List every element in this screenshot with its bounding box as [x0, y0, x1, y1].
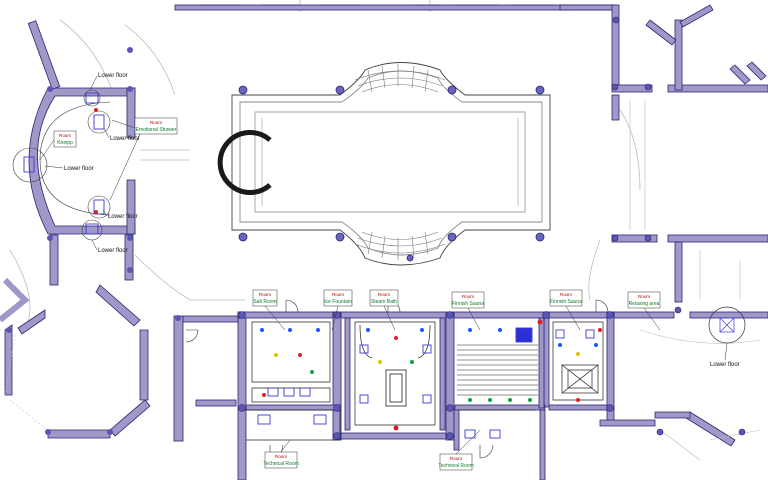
room-tag-title: Room: [638, 294, 650, 299]
top-walls: [174, 4, 616, 11]
left-octagon-dashed: [4, 334, 51, 433]
room-tag: Room Relaxing area: [627, 291, 661, 309]
corridor-columns: [175, 315, 181, 321]
room-tag: Room Finnish Sauna: [549, 289, 583, 307]
room-tag-title: Room: [450, 456, 462, 461]
kneipp-columns: [47, 47, 133, 273]
pool-stairs-top: [354, 64, 446, 93]
room-tag: Room Finnish Sauna: [451, 291, 485, 309]
pool-columns: [238, 85, 545, 262]
floor-level-labels: Lower floor Lower floor Lower floor Lowe…: [64, 73, 740, 368]
ring-sculpture: [217, 130, 272, 195]
floor-label: Lower floor: [710, 362, 740, 368]
right-side-walls: [599, 4, 768, 447]
room-tag-title: Room: [150, 120, 162, 125]
room-tag-title: Room: [560, 292, 572, 297]
room-tag-name: Finnish Sauna: [452, 301, 484, 307]
wellness-columns: [238, 311, 614, 440]
room-tag-title: Room: [275, 454, 287, 459]
floor-label: Lower floor: [98, 248, 128, 254]
room-tag-name: Relaxing area: [629, 301, 660, 307]
steam-bath-center: [385, 369, 407, 407]
room-tag-name: Salt Room: [253, 299, 276, 305]
room-tag-title: Room: [462, 294, 474, 299]
floor-label: Lower floor: [108, 214, 138, 220]
corridor-walls: [173, 315, 239, 442]
pool-inner-outline: [239, 70, 543, 256]
room-tag: Room Emotional Shower: [134, 117, 178, 135]
room-tag: Room Kneipp: [53, 130, 77, 148]
room-tag-name: Kneipp: [57, 140, 73, 146]
floor-label: Lower floor: [98, 73, 128, 79]
kneipp-room-walls: [27, 20, 136, 286]
tag-leader-lines: [39, 119, 661, 455]
floor-label: Lower floor: [110, 136, 140, 142]
pool-stairs-bottom: [354, 231, 446, 260]
bio-sauna-heater: [561, 364, 599, 394]
floor-label-leaders: [44, 75, 728, 361]
room-tag: Room Technical Room: [438, 453, 474, 471]
room-tag: Room Salt Room: [252, 289, 278, 307]
room-tag-name: Ice Fountain: [324, 299, 352, 305]
floor-label: Lower floor: [64, 166, 94, 172]
room-tag-name: Emotional Shower: [136, 127, 177, 133]
finnish-sauna-benches: [457, 344, 538, 396]
wellness-partitions: [246, 321, 604, 441]
pool-hall: [231, 62, 551, 266]
room-tag-title: Room: [259, 292, 271, 297]
right-side-lines: [629, 100, 761, 461]
pool-basin: [254, 111, 526, 213]
device-dots: [94, 108, 602, 431]
exterior-context-lines: [9, 0, 641, 331]
room-tag-name: Technical Room: [263, 461, 299, 467]
left-octagon: [0, 277, 151, 439]
room-tag-title: Room: [378, 292, 390, 297]
wellness-block-walls: [237, 311, 615, 480]
room-tag-title: Room: [59, 133, 71, 138]
room-tag-name: Steam Bath: [371, 299, 397, 305]
room-tag-name: Technical Room: [438, 463, 474, 469]
room-tag-name: Finnish Sauna: [550, 299, 582, 305]
room-tag-title: Room: [332, 292, 344, 297]
room-tag: Room Ice Fountain: [323, 289, 353, 307]
left-octagon-columns: [6, 327, 113, 435]
pool-outer-outline: [231, 62, 551, 266]
kneipp-equipment: [23, 92, 105, 235]
room-tag: Room Technical Room: [263, 451, 299, 469]
right-side-columns: [611, 16, 746, 436]
kneipp-room-inner: [12, 89, 111, 241]
wellness-fixtures: [257, 327, 595, 439]
room-tag: Room Steam Bath: [369, 289, 399, 307]
